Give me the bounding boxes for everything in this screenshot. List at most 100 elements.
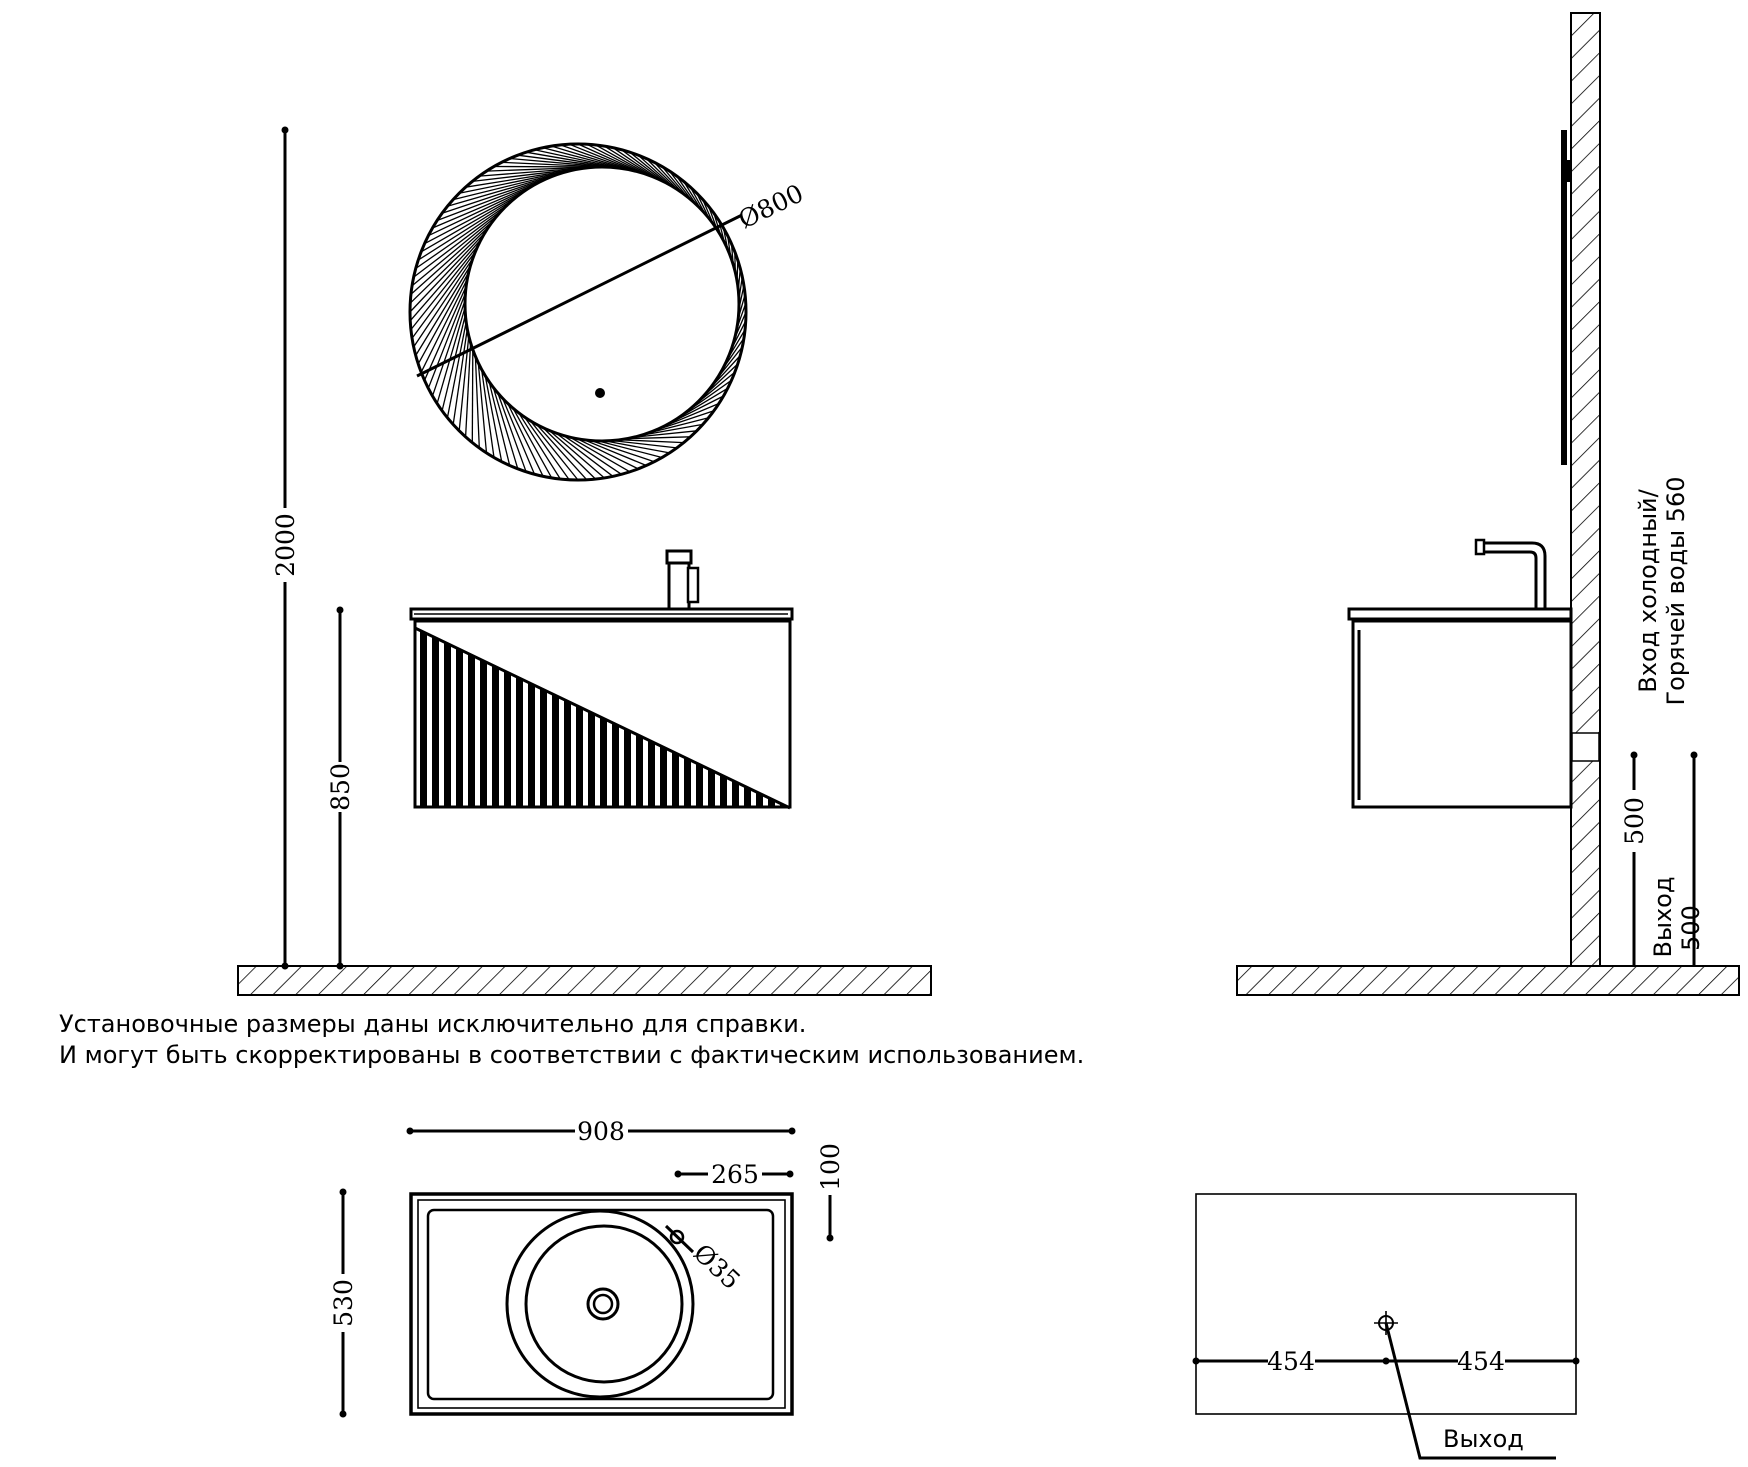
dimension-tap-offset: 265: [674, 1160, 794, 1189]
mirror-frame-ray: [474, 356, 480, 448]
mirror-frame-ray: [427, 292, 467, 389]
mirror-frame-ray: [420, 194, 519, 253]
mirror-frame-ray: [424, 190, 525, 245]
floor-hatch: [237, 965, 932, 996]
plan-drain-label: Выход: [1443, 1425, 1524, 1453]
dimension-supply: 500 Вход холодный/ Горячей воды 560: [1620, 477, 1690, 966]
dimension-width: 908: [406, 1117, 796, 1146]
mirror-frame-ray: [413, 209, 503, 278]
mirror-frame-ray: [436, 307, 466, 404]
plan-view: 454 454 Выход: [1192, 1193, 1580, 1460]
dimension-drain-position: 454 454: [1192, 1347, 1580, 1376]
mirror-frame-ray: [640, 423, 703, 437]
faucet-side: [1474, 538, 1547, 609]
mirror-frame-ray: [488, 381, 511, 466]
height-2000-label: 2000: [271, 513, 300, 577]
mirror-frame-ray: [507, 403, 544, 477]
mirror-frame-ray: [598, 440, 663, 459]
mirror-frame-ray: [441, 176, 550, 214]
basin-outer: [409, 1192, 794, 1416]
mirror-frame-ray: [576, 438, 639, 470]
round-mirror: Ø800: [408, 142, 808, 482]
mirror-frame-ray: [431, 300, 466, 397]
mirror-frame-ray: [415, 204, 509, 270]
mirror-frame-ray: [480, 369, 495, 458]
mirror-frame-ray: [492, 387, 519, 469]
mirror-frame-ray: [523, 416, 570, 481]
mirror-frame-ray: [633, 430, 697, 438]
drain-height-label: 500: [1677, 905, 1705, 951]
drain-hole: [586, 1287, 620, 1321]
right-offset-454-label: 454: [1457, 1347, 1505, 1376]
mirror-frame-ray: [605, 440, 670, 454]
wall-hatch: [1570, 12, 1601, 967]
basin-bowl-outer: [505, 1209, 695, 1399]
mirror-frame-ray: [410, 244, 479, 331]
mirror-frame-ray: [477, 362, 488, 453]
drain-marker: Выход: [1374, 1311, 1556, 1460]
mirror-frame-ray: [453, 171, 564, 201]
mirror-frame-ray: [502, 398, 536, 475]
mirror-frame-ray: [612, 439, 677, 449]
mirror-diameter-label: Ø800: [734, 178, 808, 234]
height-850-label: 850: [326, 763, 355, 811]
dimension-depth: 530: [329, 1188, 358, 1418]
mirror-frame-ray: [447, 174, 557, 207]
tap-depth-100-label: 100: [816, 1143, 845, 1191]
mirror-sensor-dot: [595, 388, 605, 398]
vanity-side: [1351, 619, 1573, 809]
mirror-frame-ray: [420, 278, 468, 373]
side-view: 500 Вход холодный/ Горячей воды 560 Выхо…: [1236, 12, 1740, 996]
dimension-total-height: 2000: [271, 126, 300, 970]
faucet-front: [665, 549, 700, 611]
tap-offset-265-label: 265: [711, 1160, 759, 1189]
mirror-frame-ray: [562, 434, 622, 475]
note-line-2: И могут быть скорректированы в соответст…: [59, 1041, 1084, 1069]
mirror-frame-ray: [626, 436, 691, 440]
plan-outline: [1195, 1193, 1577, 1415]
mirror-frame-ray: [465, 168, 578, 188]
mirror-frame-ray: [413, 257, 474, 348]
mirror-frame-ray: [549, 430, 605, 479]
mirror-frame-ray: [423, 285, 467, 381]
mirror-frame-ray: [542, 427, 597, 480]
mirror-frame-ray: [417, 271, 470, 365]
mirror-frame-ray: [471, 349, 474, 443]
supply-height-label: 500: [1620, 797, 1649, 845]
mirror-frame-ray: [409, 231, 486, 313]
mirror-frame-ray: [590, 439, 655, 463]
mirror-frame-ray: [459, 170, 571, 194]
note-line-1: Установочные размеры даны исключительно …: [59, 1010, 806, 1038]
mirror-frame-ray: [472, 167, 585, 183]
left-offset-454-label: 454: [1267, 1347, 1315, 1376]
top-view: 908 265 100 530: [329, 1117, 845, 1418]
mirror-frame-ray: [446, 321, 467, 418]
mirror-frame-ray: [518, 412, 561, 480]
basin-bowl-inner: [524, 1224, 684, 1384]
mirror-frame-ray: [409, 225, 490, 304]
mirror-frame-ray: [583, 439, 647, 467]
mirror-frame-ray: [536, 423, 588, 481]
dimension-drain: Выход 500: [1649, 751, 1705, 966]
mirror-frame-ray: [464, 342, 472, 437]
mirror-frame-ray: [410, 220, 494, 295]
mirror-frame-ray: [417, 199, 514, 261]
mirror-frame-ray: [411, 214, 499, 287]
mirror-frame-ray: [432, 183, 537, 229]
depth-530-label: 530: [329, 1279, 358, 1327]
mirror-frame-ray: [497, 392, 527, 473]
dimension-vanity-height: 850: [326, 606, 355, 970]
mirror-frame-ray: [529, 420, 579, 481]
mirror-frame-ray: [452, 328, 468, 425]
width-908-label: 908: [577, 1117, 625, 1146]
mirror-frame-ray: [619, 439, 684, 444]
mirror-frame-ray: [555, 432, 614, 477]
supply-label-line1: Вход холодный/: [1634, 488, 1662, 692]
vanity-front: [409, 549, 794, 810]
floor-hatch-side: [1236, 965, 1740, 996]
mirror-frame-ray: [569, 436, 631, 473]
mirror-frame-ray: [512, 407, 553, 479]
mirror-frame-ray: [484, 375, 503, 462]
supply-label-line2: Горячей воды 560: [1662, 477, 1690, 706]
